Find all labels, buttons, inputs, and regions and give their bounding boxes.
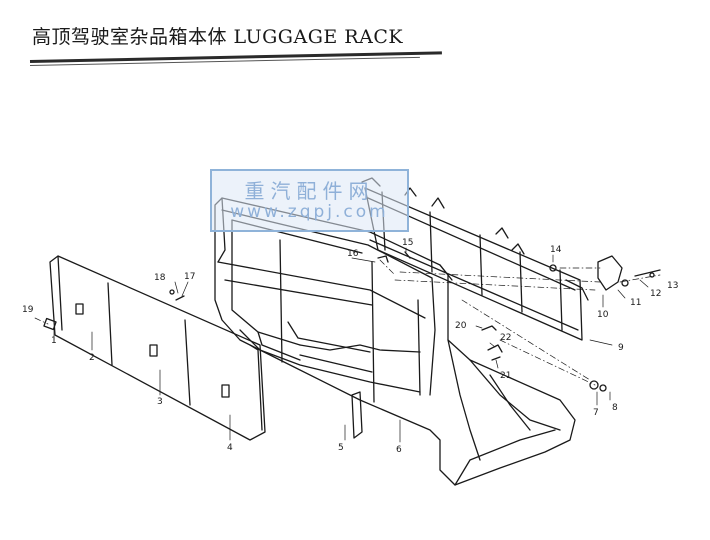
clip-part-16 <box>377 255 389 263</box>
pocket-panel-4 <box>221 384 230 398</box>
clip-part-21 <box>491 356 501 361</box>
screw-part-18 <box>169 289 175 295</box>
callout-21: 21 <box>500 371 511 381</box>
callout-8: 8 <box>612 403 618 413</box>
callout-11: 11 <box>630 298 641 308</box>
nut-part-7 <box>589 380 599 390</box>
callout-15: 15 <box>402 238 413 248</box>
watermark-logo: 重汽配件网 www.zqpj.com <box>210 169 409 232</box>
callout-16: 16 <box>347 249 359 259</box>
callout-20: 20 <box>455 321 467 331</box>
rack-frame <box>217 197 426 403</box>
pocket-part-1 <box>43 317 57 331</box>
callout-18: 18 <box>154 273 166 283</box>
callout-22: 22 <box>500 333 511 343</box>
callout-10: 10 <box>597 310 609 320</box>
pocket-panel-3 <box>149 344 158 357</box>
callout-9: 9 <box>618 343 624 353</box>
watermark-chinese-text: 重汽配件网 <box>244 179 375 203</box>
watermark-url-text: www.zqpj.com <box>230 202 389 222</box>
callout-3: 3 <box>157 397 163 407</box>
pocket-panel-2 <box>75 303 84 315</box>
strap-part-5 <box>351 391 363 439</box>
callout-19: 19 <box>22 305 34 315</box>
washer-part-11 <box>621 279 629 287</box>
washer-part-13 <box>649 272 655 278</box>
callout-12: 12 <box>650 289 661 299</box>
cab-shell-part-6 <box>214 197 576 486</box>
bolt-part-12 <box>634 269 661 277</box>
callout-14: 14 <box>550 245 562 255</box>
callout-6: 6 <box>396 445 402 455</box>
diagram-title: 高顶驾驶室杂品箱本体 LUGGAGE RACK <box>32 26 404 48</box>
clip-part-22 <box>487 344 503 353</box>
callout-1: 1 <box>51 336 57 346</box>
callout-13: 13 <box>667 281 678 291</box>
bracket-part-10 <box>597 255 623 291</box>
callout-2: 2 <box>89 353 95 363</box>
clip-part-17 <box>175 295 185 301</box>
callout-17: 17 <box>184 272 195 282</box>
callout-4: 4 <box>227 443 233 453</box>
clip-part-15 <box>404 251 411 259</box>
side-panels-parts-2-3-4 <box>49 255 266 441</box>
nut-part-14 <box>549 264 557 272</box>
bolt-part-20 <box>481 325 497 331</box>
callout-7: 7 <box>593 408 599 418</box>
washer-part-8 <box>599 384 607 392</box>
callout-5: 5 <box>338 443 344 453</box>
